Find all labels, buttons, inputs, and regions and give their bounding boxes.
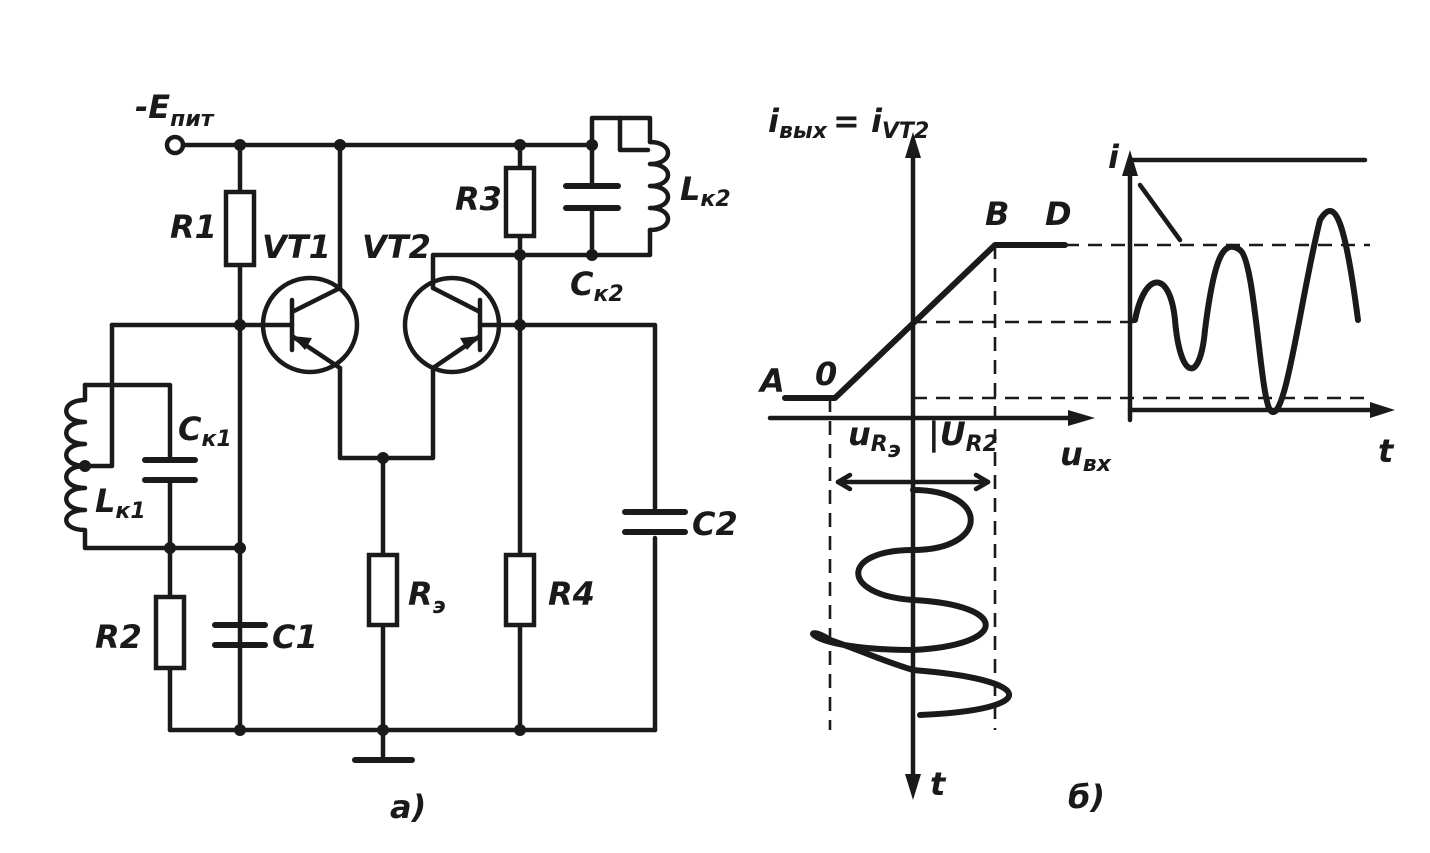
vt2-base-wire: [477, 322, 658, 733]
ck1-label: Cк1: [178, 410, 232, 452]
junction-dots: [79, 139, 598, 736]
t-axis-arrow-icon-2: [1370, 402, 1395, 418]
x-axis-arrow-icon: [1068, 410, 1095, 426]
r4-label: R4: [548, 575, 595, 613]
ur2-label: |UR2: [928, 415, 998, 457]
resistor-re: [366, 552, 400, 628]
t-axis-label: t: [1378, 432, 1395, 470]
resistor-r4: [503, 552, 537, 628]
caption-a: а): [390, 788, 426, 826]
circuit-schematic: -Eпит R1 VT1 VT2 R3 Cк2 Lк2 Cк1 Lк1 R2 C…: [64, 88, 738, 826]
point-d-label: D: [1045, 195, 1072, 233]
c1-label: C1: [272, 618, 318, 656]
emitter-wire: [337, 365, 436, 461]
lk2-tap: [617, 115, 651, 153]
vt1-emitter-arrow: [292, 336, 312, 350]
t-axis-arrow-icon: [905, 774, 921, 800]
supply-label: -Eпит: [135, 88, 215, 132]
inductor-lk2: [647, 139, 671, 233]
transfer-graph: iвых= iVT2 A 0 B D uвх uRэ |UR2 t i t б): [757, 102, 1395, 816]
pointer-line: [1137, 182, 1183, 243]
y-axis-label: iвых= iVT2: [768, 102, 929, 144]
ure-label: uRэ: [848, 415, 901, 463]
vt1-label: VT1: [262, 228, 331, 266]
r1-label: R1: [170, 208, 217, 246]
supply-terminal: [164, 134, 186, 156]
output-waveform: [1132, 208, 1361, 416]
i-axis-label: i: [1108, 138, 1120, 176]
r3-label: R3: [455, 180, 502, 218]
lk1-label: Lк1: [95, 482, 146, 524]
resistor-r3: [503, 165, 537, 239]
x-axis-label: uвх: [1060, 435, 1112, 477]
vt2-collector-wire: [430, 252, 595, 291]
point-o-label: 0: [815, 355, 837, 393]
y-axis-arrow-icon: [905, 132, 921, 158]
t-down-label: t: [930, 765, 947, 803]
input-waveform: [810, 487, 1012, 718]
resistor-r1: [223, 189, 257, 268]
c2-label: C2: [692, 505, 738, 543]
vt2-label: VT2: [362, 228, 431, 266]
lk2-label: Lк2: [680, 170, 731, 212]
capacitor-ck2: [563, 183, 621, 211]
resistor-r2: [153, 594, 187, 671]
capacitor-c1: [212, 622, 268, 648]
caption-b: б): [1068, 778, 1105, 816]
capacitor-ck1: [142, 457, 198, 483]
r2-label: R2: [95, 618, 142, 656]
i-axis-arrow-icon: [1122, 150, 1138, 176]
vt2-emitter-arrow: [460, 336, 480, 350]
capacitor-c2: [622, 509, 688, 535]
re-label: Rэ: [408, 575, 446, 619]
amplitude-arrow-heads: [835, 472, 991, 492]
lk1-tap: [82, 382, 115, 469]
point-b-label: B: [985, 195, 1009, 233]
ck2-label: Cк2: [570, 265, 624, 307]
point-a-label: A: [757, 362, 785, 400]
